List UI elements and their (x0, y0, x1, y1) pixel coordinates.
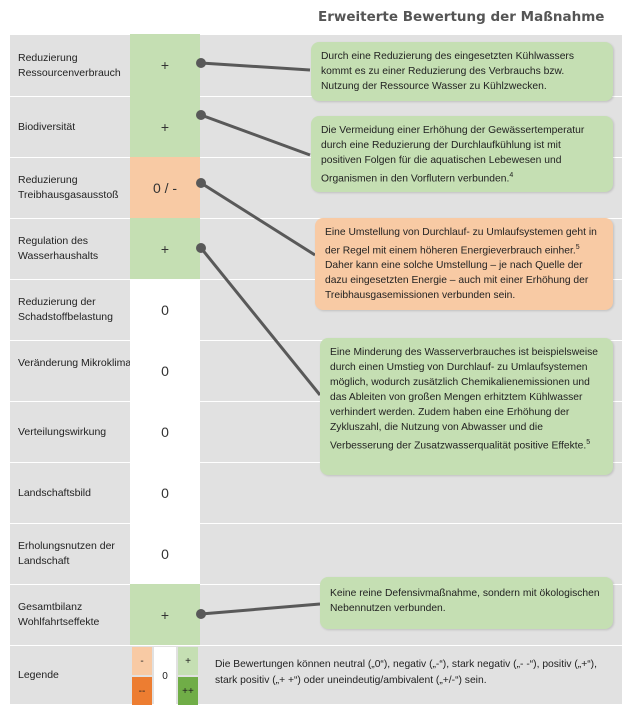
footnote-ref: 4 (509, 172, 514, 179)
legend-description: Die Bewertungen können neutral („0“), ne… (215, 659, 597, 686)
score-cell: 0 (130, 401, 200, 462)
legend-strong-negative-swatch: -- (132, 677, 152, 705)
legend-negative-swatch: - (132, 647, 152, 675)
callout-box: Keine reine Defensivmaßnahme, sondern mi… (320, 577, 613, 629)
callout-text: Eine Umstellung von Durchlauf- zu Umlauf… (325, 227, 597, 257)
score-cell: 0 (130, 462, 200, 523)
callout-text: Durch eine Reduzierung des eingesetzten … (321, 51, 574, 92)
row-label: Verteilungswirkung (18, 426, 107, 438)
row-label: Reduzierung der Schadstoffbelastung (18, 296, 113, 323)
table-row: Reduzierung Ressourcenverbrauch (10, 34, 622, 97)
legend-positive-swatch: + (178, 647, 198, 675)
score-cell: + (130, 218, 200, 279)
score-cell: + (130, 584, 200, 645)
connector-line (200, 181, 316, 257)
score-cell: 0 (130, 340, 200, 401)
connector-dot (196, 58, 206, 68)
legend-neutral-swatch: 0 (154, 647, 176, 705)
callout-box: Durch eine Reduzierung des eingesetzten … (311, 42, 613, 101)
legend-row: Legende (10, 645, 622, 705)
legend-label: Legende (18, 669, 59, 681)
connector-line (200, 602, 321, 616)
row-label: Biodiversität (18, 121, 76, 133)
row-label: Reduzierung Ressourcenverbrauch (18, 52, 121, 79)
connector-line (200, 61, 311, 72)
callout-box: Eine Minderung des Wasserverbrauches ist… (320, 338, 613, 475)
legend-strong-positive-swatch: ++ (178, 677, 198, 705)
table-row: Landschaftsbild (10, 462, 622, 524)
connector-dot (196, 243, 206, 253)
table-row: Gesamtbilanz Wohlfahrtseffekte (10, 584, 622, 646)
row-label: Veränderung Mikroklima (18, 357, 132, 369)
callout-text: Keine reine Defensivmaßnahme, sondern mi… (330, 588, 600, 614)
row-label: Reduzierung Treibhausgasausstoß (18, 174, 119, 201)
callout-box: Die Vermeidung einer Erhöhung der Gewäss… (311, 116, 613, 192)
footnote-ref: 5 (575, 244, 580, 251)
score-cell: 0 (130, 279, 200, 340)
score-cell: + (130, 34, 200, 96)
connector-dot (196, 178, 206, 188)
connector-dot (196, 110, 206, 120)
callout-text: Die Vermeidung einer Erhöhung der Gewäss… (321, 125, 585, 185)
score-cell: + (130, 96, 200, 157)
row-label: Erholungsnutzen der Landschaft (18, 540, 115, 567)
page-title: Erweiterte Bewertung der Maßnahme (318, 9, 605, 25)
connector-dot (196, 609, 206, 619)
connector-line (200, 113, 311, 157)
table-row: Regulation des Wasserhaushalts (10, 218, 622, 280)
footnote-ref: 5 (586, 439, 591, 446)
score-cell: 0 (130, 523, 200, 584)
callout-text: Daher kann eine solche Umstellung – je n… (325, 260, 589, 302)
table-row: Erholungsnutzen der Landschaft (10, 523, 622, 585)
table-row: Veränderung Mikroklima (10, 340, 622, 402)
table-row: Verteilungswirkung (10, 401, 622, 463)
row-label: Gesamtbilanz Wohlfahrtseffekte (18, 601, 100, 628)
connector-line (199, 247, 322, 396)
row-label: Regulation des Wasserhaushalts (18, 235, 99, 262)
row-label: Landschaftsbild (18, 487, 91, 499)
callout-text: Eine Minderung des Wasserverbrauches ist… (330, 347, 599, 452)
callout-box: Eine Umstellung von Durchlauf- zu Umlauf… (315, 218, 613, 310)
score-cell: 0 / - (130, 157, 200, 218)
